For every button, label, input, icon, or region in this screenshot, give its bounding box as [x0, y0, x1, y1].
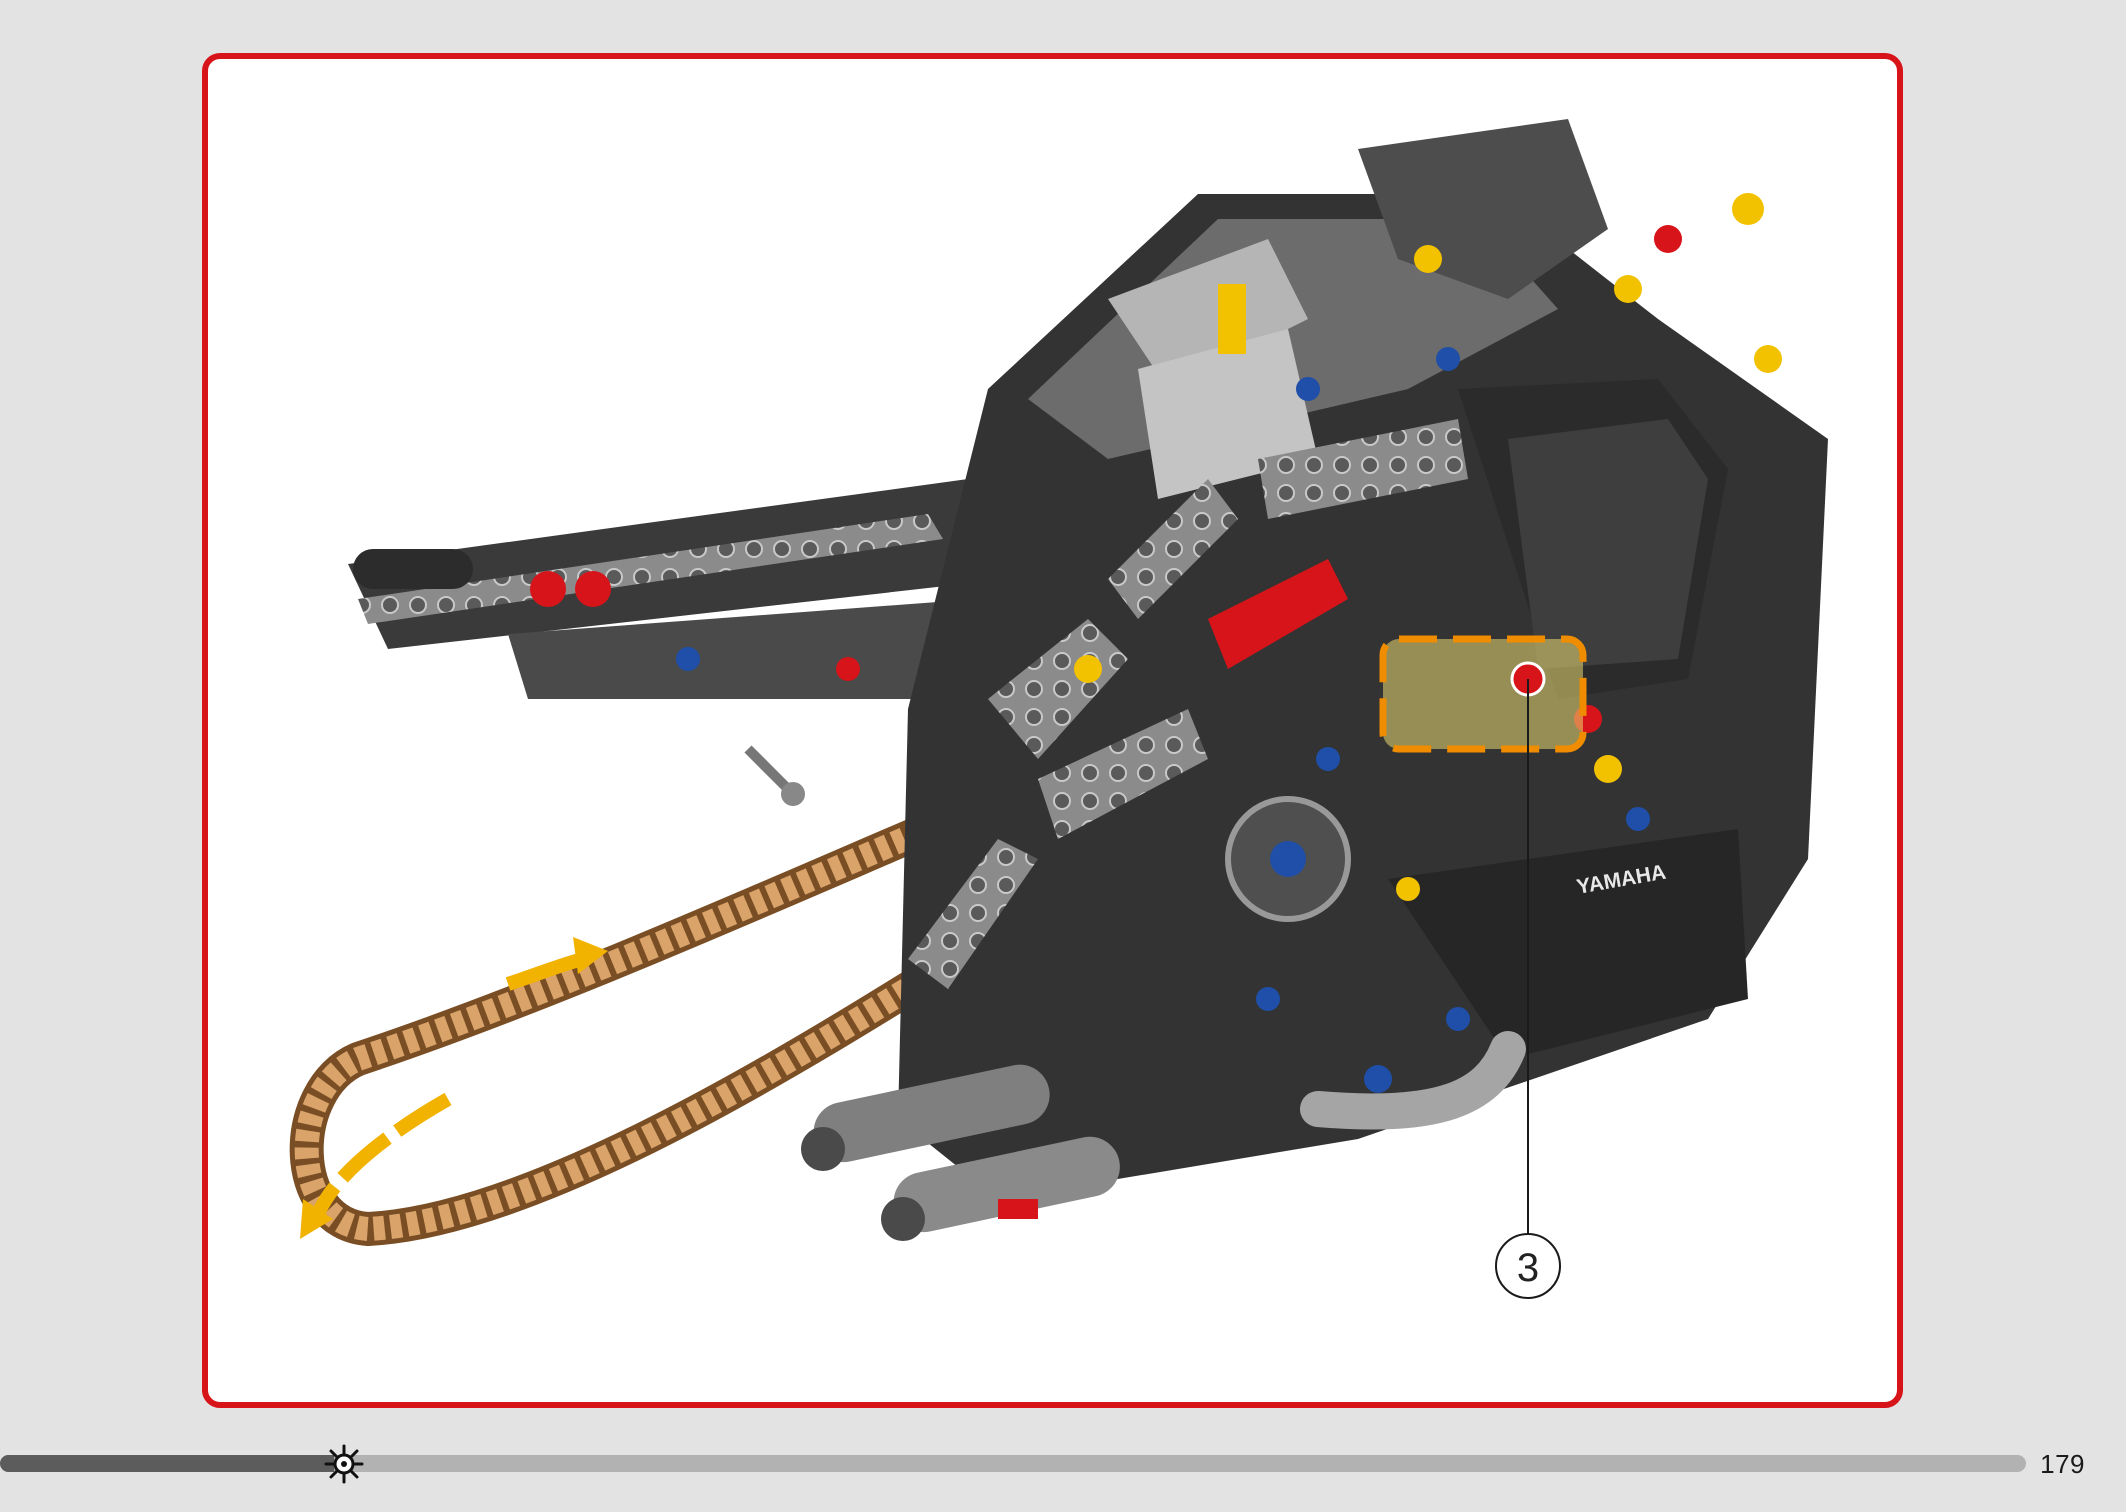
main-frame: YAMAHA [898, 119, 1828, 1199]
progress-bar [0, 1455, 2026, 1472]
callout: 3 [1495, 679, 1561, 1299]
callout-number: 3 [1517, 1246, 1539, 1290]
page-number: 179 [2040, 1449, 2085, 1479]
build-illustration: YAMAHA [289, 119, 1828, 1299]
rotate-arrow-icon [300, 937, 608, 1239]
swing-arm [348, 479, 1008, 806]
highlight-box [1379, 635, 1587, 753]
exhaust-pipes [801, 1031, 1526, 1241]
progress-fill [0, 1455, 335, 1472]
chain-loop [289, 782, 1045, 1247]
instruction-frame: YAMAHA [202, 53, 1903, 1408]
gear-sun-icon [324, 1444, 364, 1484]
